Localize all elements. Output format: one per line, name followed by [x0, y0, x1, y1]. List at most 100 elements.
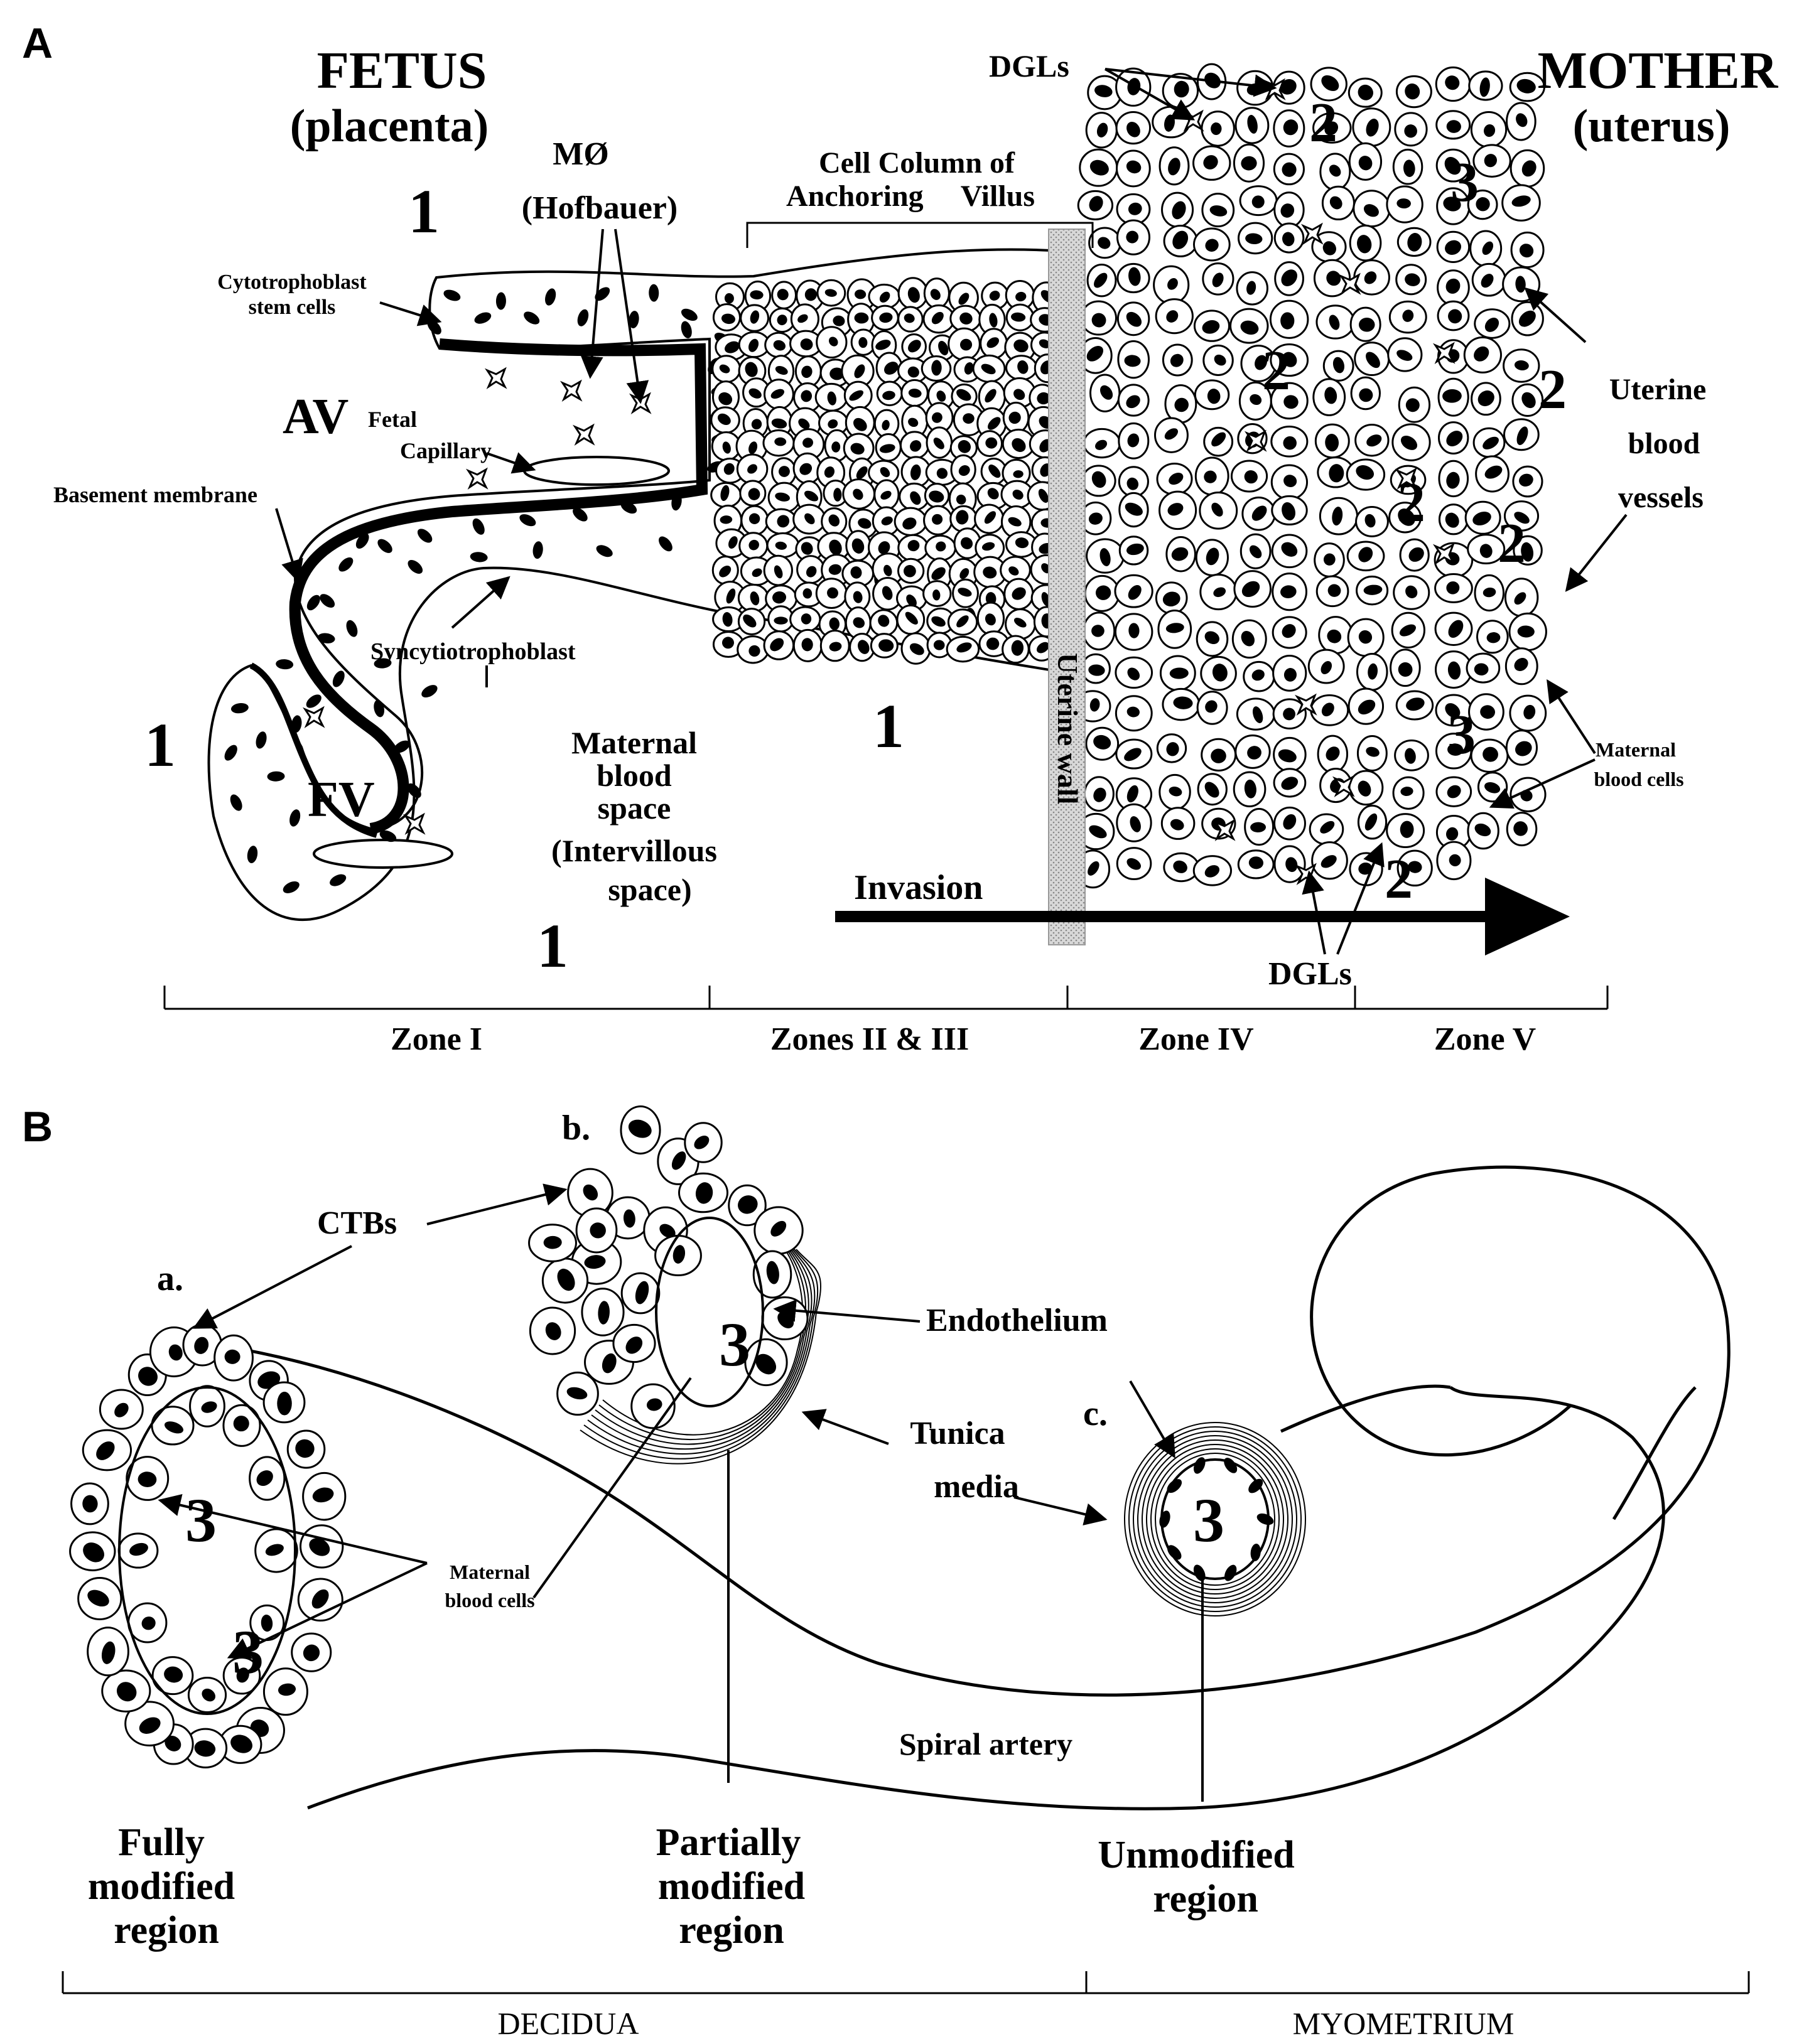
- cell-nucleus: [1405, 83, 1420, 100]
- cell-nucleus: [1244, 779, 1256, 799]
- cell-nucleus: [801, 542, 813, 555]
- cell-nucleus: [1166, 742, 1179, 756]
- cell-nucleus: [775, 365, 788, 375]
- basement-membrane-inner-fv: [249, 662, 378, 838]
- cell-nucleus: [1241, 581, 1260, 598]
- cell-nucleus: [590, 1222, 606, 1239]
- panel-b-arrows: [158, 1183, 1204, 1802]
- cell-nucleus: [1037, 642, 1049, 654]
- cell-nucleus: [1363, 204, 1379, 217]
- cell-nucleus: [602, 1353, 617, 1374]
- trophoblast-nucleus: [671, 493, 682, 511]
- dgl-cell: [559, 379, 583, 402]
- tunica-ring: [1142, 1439, 1288, 1599]
- cell-nucleus: [1280, 203, 1295, 218]
- maternal-cells-label-a-2: blood cells: [1594, 768, 1683, 790]
- cell-nucleus: [1212, 272, 1224, 288]
- cell-nucleus: [931, 616, 946, 627]
- cell-nucleus: [1517, 625, 1535, 638]
- cell-nucleus: [933, 438, 944, 449]
- cell-nucleus: [1445, 75, 1460, 90]
- cell-nucleus: [981, 363, 996, 375]
- cell-nucleus: [1366, 119, 1379, 137]
- cell-nucleus: [1283, 436, 1297, 450]
- trophoblast-nucleus: [417, 529, 433, 543]
- cell-nucleus: [1400, 787, 1413, 796]
- cell-nucleus: [1516, 426, 1528, 445]
- cell-nucleus: [1126, 395, 1140, 409]
- dgl-cell: [572, 423, 595, 446]
- cell-nucleus: [1511, 195, 1531, 207]
- cell-nucleus: [1363, 584, 1383, 595]
- cell-nucleus: [1474, 663, 1489, 675]
- cell-nucleus: [1482, 241, 1494, 255]
- trophoblast-nucleus: [595, 287, 610, 301]
- cell-nucleus: [695, 1182, 713, 1204]
- cell-nucleus: [779, 466, 790, 477]
- cell-nucleus: [1039, 339, 1051, 348]
- cell-nucleus: [802, 438, 814, 448]
- tunica-ring: [580, 1249, 822, 1465]
- trophoblast-nucleus: [394, 740, 410, 753]
- cell-nucleus: [906, 594, 917, 607]
- cell-nucleus: [1329, 464, 1344, 483]
- cell-nucleus: [902, 517, 917, 530]
- cell-nucleus: [1280, 312, 1295, 330]
- cell-nucleus: [1474, 823, 1491, 837]
- cell-nucleus: [1357, 235, 1372, 254]
- cell-nucleus: [831, 441, 841, 453]
- cell-nucleus: [1358, 84, 1373, 100]
- cell-nucleus: [1445, 512, 1459, 528]
- lumen-number: 3: [232, 1617, 264, 1687]
- cell-nucleus: [1126, 160, 1142, 174]
- hofbauer-label: (Hofbauer): [522, 190, 678, 226]
- cell-nucleus: [1326, 271, 1341, 286]
- cell-nucleus: [1170, 353, 1184, 367]
- trophoblast-nucleus: [355, 533, 369, 549]
- cell-nucleus: [1126, 543, 1144, 556]
- cell-nucleus: [1483, 746, 1498, 762]
- panel-b: B b. a. c. CTBs Endothelium Tunica media…: [22, 1103, 1750, 2041]
- cell-nucleus: [1211, 432, 1226, 447]
- cell-nucleus: [956, 389, 971, 401]
- cell-nucleus: [1521, 542, 1534, 562]
- trophoblast-nucleus: [1167, 1479, 1182, 1493]
- cell-nucleus: [751, 419, 762, 430]
- cell-nucleus: [722, 441, 731, 454]
- cell-nucleus: [799, 463, 813, 475]
- cell-nucleus: [1521, 392, 1536, 409]
- cell-nucleus: [1250, 394, 1262, 406]
- cell-nucleus: [1013, 339, 1029, 353]
- region-fully-1: Fully: [118, 1821, 205, 1864]
- cell-nucleus: [1015, 537, 1029, 549]
- tunica-ring: [1137, 1435, 1293, 1603]
- cell-nucleus: [1403, 159, 1415, 177]
- cell-nucleus: [1099, 548, 1111, 566]
- cell-nucleus: [672, 1245, 686, 1264]
- cell-nucleus: [958, 440, 971, 453]
- cell-nucleus: [1204, 865, 1220, 878]
- region-number: 2: [1262, 340, 1290, 402]
- cell-nucleus: [849, 390, 864, 401]
- cell-nucleus: [1095, 585, 1111, 600]
- cell-nucleus: [635, 1281, 649, 1304]
- cell-nucleus: [311, 1589, 329, 1609]
- cell-nucleus: [1444, 156, 1461, 175]
- cell-nucleus: [1244, 470, 1258, 484]
- cell-nucleus: [804, 490, 819, 502]
- cell-nucleus: [1096, 122, 1108, 137]
- region-number: 1: [873, 691, 904, 761]
- cell-nucleus: [261, 1614, 273, 1632]
- dgl-cell: [402, 812, 426, 836]
- cell-nucleus: [1174, 397, 1189, 412]
- cell-nucleus: [881, 516, 893, 525]
- cell-nucleus: [583, 1184, 598, 1201]
- cell-nucleus: [1211, 748, 1226, 763]
- cell-nucleus: [1282, 162, 1297, 177]
- cell-nucleus: [956, 642, 972, 653]
- cell-nucleus: [1400, 820, 1414, 838]
- cell-nucleus: [770, 638, 784, 652]
- cell-nucleus: [1241, 631, 1255, 647]
- cell-nucleus: [988, 417, 1001, 430]
